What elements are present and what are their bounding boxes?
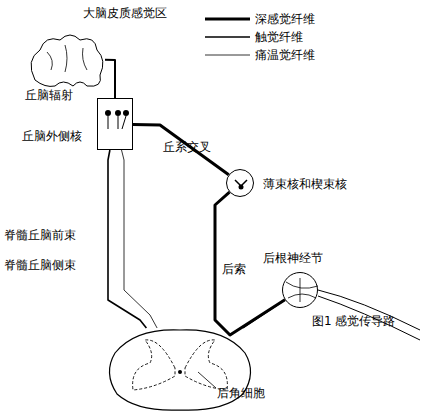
fiber-tract: [243, 300, 285, 328]
leader-line: [198, 372, 216, 388]
spinal-cord: 后角细胞: [105, 328, 255, 412]
thalamus-box-drawing: [98, 99, 132, 149]
ganglion-circle: 后根神经节: [282, 272, 318, 308]
tract-label: 后索: [222, 262, 246, 276]
node-label: 后角细胞: [217, 386, 265, 400]
tract-label: 脊髓丘脑侧束: [4, 258, 76, 272]
fiber-tract: [122, 150, 158, 328]
fiber-tract: [108, 150, 146, 328]
figure-caption: 图1 感觉传导路: [312, 312, 396, 330]
legend-sample-deep: [205, 18, 250, 21]
node-label: 大脑皮质感觉区: [83, 6, 167, 20]
tract-label: 丘系交叉: [163, 140, 211, 154]
thalamus-box: 丘脑外侧核: [97, 98, 133, 150]
cortex-area: 大脑皮质感觉区: [25, 30, 105, 88]
ganglion-fibers: [286, 278, 318, 302]
node-label: 后根神经节: [263, 251, 323, 265]
fiber-tract: [133, 124, 229, 174]
legend-sample-touch: [205, 36, 250, 38]
legend-sample-pain: [205, 55, 250, 56]
nucleus-circle: 薄束核和楔束核: [226, 169, 254, 197]
node-label: 丘脑外侧核: [22, 129, 82, 143]
nucleus-circle-drawing: [227, 170, 253, 196]
fiber-tract: [105, 60, 115, 98]
tract-label: 脊髓丘脑前束: [4, 228, 76, 242]
legend-text: 痛温觉纤维: [255, 48, 315, 62]
cortex-area-drawing: [25, 30, 105, 88]
legend-text: 深感觉纤维: [255, 12, 315, 26]
tract-label: 丘脑辐射: [25, 88, 73, 102]
node-label: 薄束核和楔束核: [263, 177, 347, 191]
legend-text: 触觉纤维: [255, 30, 303, 44]
